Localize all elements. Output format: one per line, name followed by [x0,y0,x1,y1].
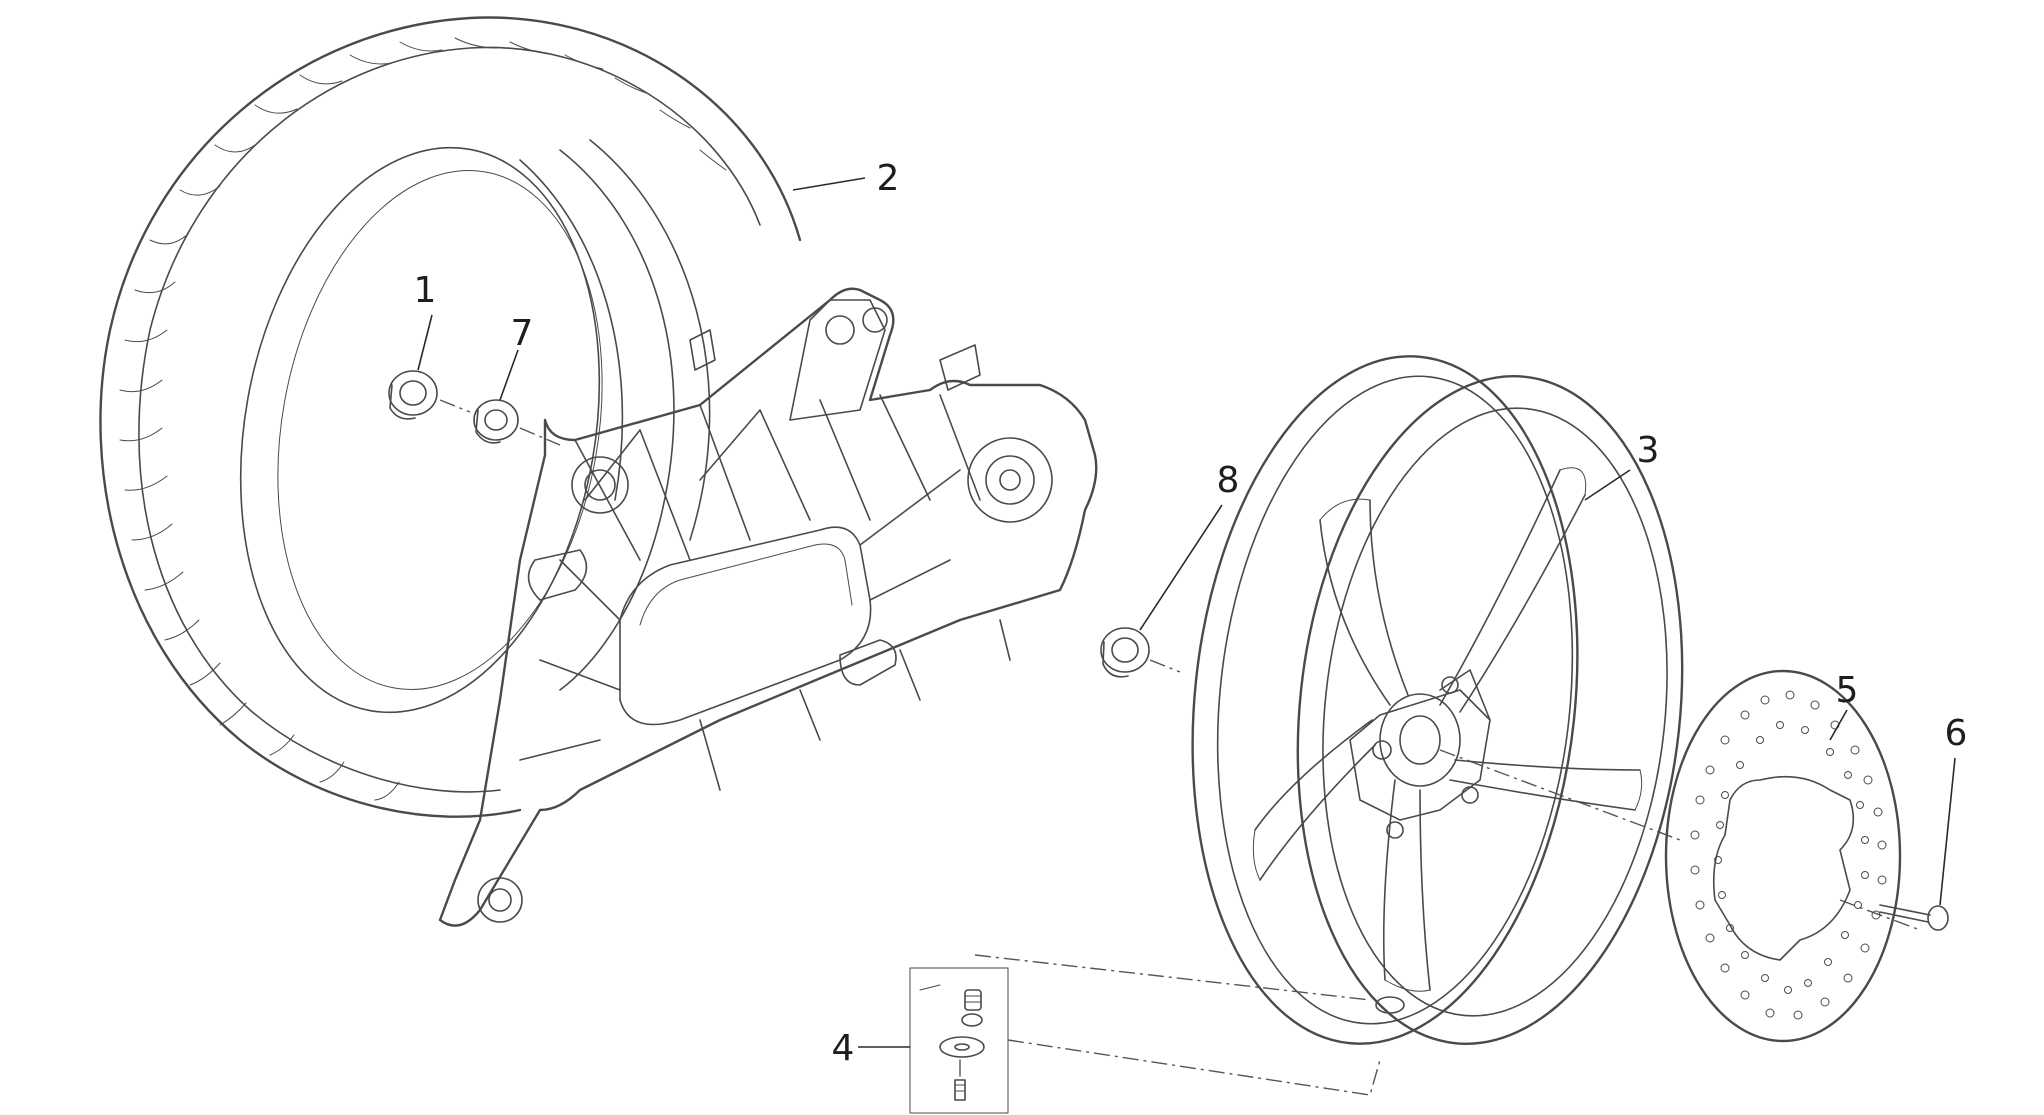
axle-line-left [439,399,471,413]
leader-8 [1139,504,1223,631]
axle-line-disc [1439,749,1681,841]
disc-holes [1690,690,1887,1020]
spacer-drawing [473,399,519,444]
callout-5: 5 [1836,670,1859,711]
bearing-right-drawing [1100,627,1150,678]
leader-3 [1584,469,1631,501]
leader-1 [417,314,433,371]
callout-6: 6 [1945,713,1968,754]
valve-guide-line [974,954,1381,1096]
leader-2 [792,177,866,191]
leader-5 [1829,709,1848,741]
valve-kit-box [909,967,1009,1114]
callout-7: 7 [511,313,534,354]
callout-4: 4 [832,1028,855,1069]
callout-labels: 1 2 3 4 5 6 7 8 [414,158,1968,1069]
leader-lines [417,177,1956,1048]
tyre-drawing [99,16,802,818]
leader-7 [499,349,519,401]
callout-1: 1 [414,270,437,311]
bearing-left-drawing [388,370,438,420]
axle-line-mid [519,427,561,446]
callout-3: 3 [1637,430,1660,471]
axle-line-right [1149,659,1181,673]
leader-6 [1939,757,1956,906]
swing-arm-drawing [438,287,1098,927]
rim-drawing [1191,355,1684,1045]
disc-screw-drawing [1879,904,1949,931]
brake-disc-drawing [1664,669,1902,1043]
callout-8: 8 [1217,460,1240,501]
callout-2: 2 [877,158,900,199]
